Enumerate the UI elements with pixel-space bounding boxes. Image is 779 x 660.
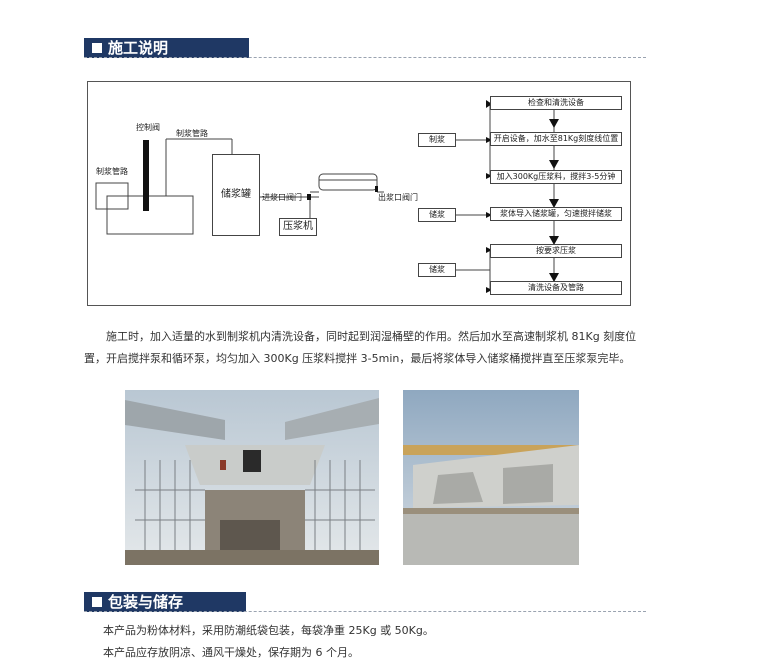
step-6: 清洗设备及管路 [490, 281, 622, 295]
section-title: 包装与储存 [108, 593, 184, 611]
side-label-store-2: 储浆 [418, 263, 456, 277]
diagram-lines [95, 100, 559, 293]
pipe-left-label: 制浆管路 [96, 167, 128, 176]
inlet-label: 进浆口阀门 [262, 193, 302, 202]
step-2: 开启设备，加水至81Kg刻度线位置 [490, 132, 622, 146]
step-5: 按要求压浆 [490, 244, 622, 258]
box-girder-image [403, 390, 579, 565]
square-bullet-icon [92, 43, 102, 53]
description-paragraph: 施工时，加入适量的水到制浆机内清洗设备，同时起到润湿桶壁的作用。然后加水至高速制… [84, 330, 637, 365]
section-header-packaging: 包装与储存 [84, 592, 246, 612]
packaging-note: 本产品为粉体材料，采用防潮纸袋包装，每袋净重 25Kg 或 50Kg。 [103, 624, 434, 637]
valve-label: 控制阀 [136, 123, 160, 132]
construction-photo-2 [403, 390, 579, 565]
square-bullet-icon [92, 597, 102, 607]
bridge-scaffold-image [125, 390, 379, 565]
step-4: 浆体导入储浆罐，匀速搅拌储浆 [490, 207, 622, 221]
tank-label: 储浆罐 [221, 189, 251, 200]
divider [84, 57, 646, 58]
storage-note: 本产品应存放阴凉、通风干燥处，保存期为 6 个月。 [103, 646, 359, 659]
section-header-construction: 施工说明 [84, 38, 249, 58]
step-1: 检查和清洗设备 [490, 96, 622, 110]
side-label-make: 制浆 [418, 133, 456, 147]
divider [84, 611, 646, 612]
process-diagram: 储浆罐 压浆机 制浆管路 控制阀 制浆管路 进浆口阀门 出浆口阀门 制浆 储浆 … [87, 81, 631, 306]
section-title: 施工说明 [108, 39, 169, 57]
pipe-top-label: 制浆管路 [176, 129, 208, 138]
side-label-store-1: 储浆 [418, 208, 456, 222]
tank-box: 储浆罐 [212, 154, 260, 236]
pump-label: 压浆机 [283, 221, 313, 232]
pump-box: 压浆机 [279, 218, 317, 236]
step-3: 加入300Kg压浆料，搅拌3-5分钟 [490, 170, 622, 184]
construction-photo-1 [125, 390, 379, 565]
outlet-label: 出浆口阀门 [378, 193, 418, 202]
